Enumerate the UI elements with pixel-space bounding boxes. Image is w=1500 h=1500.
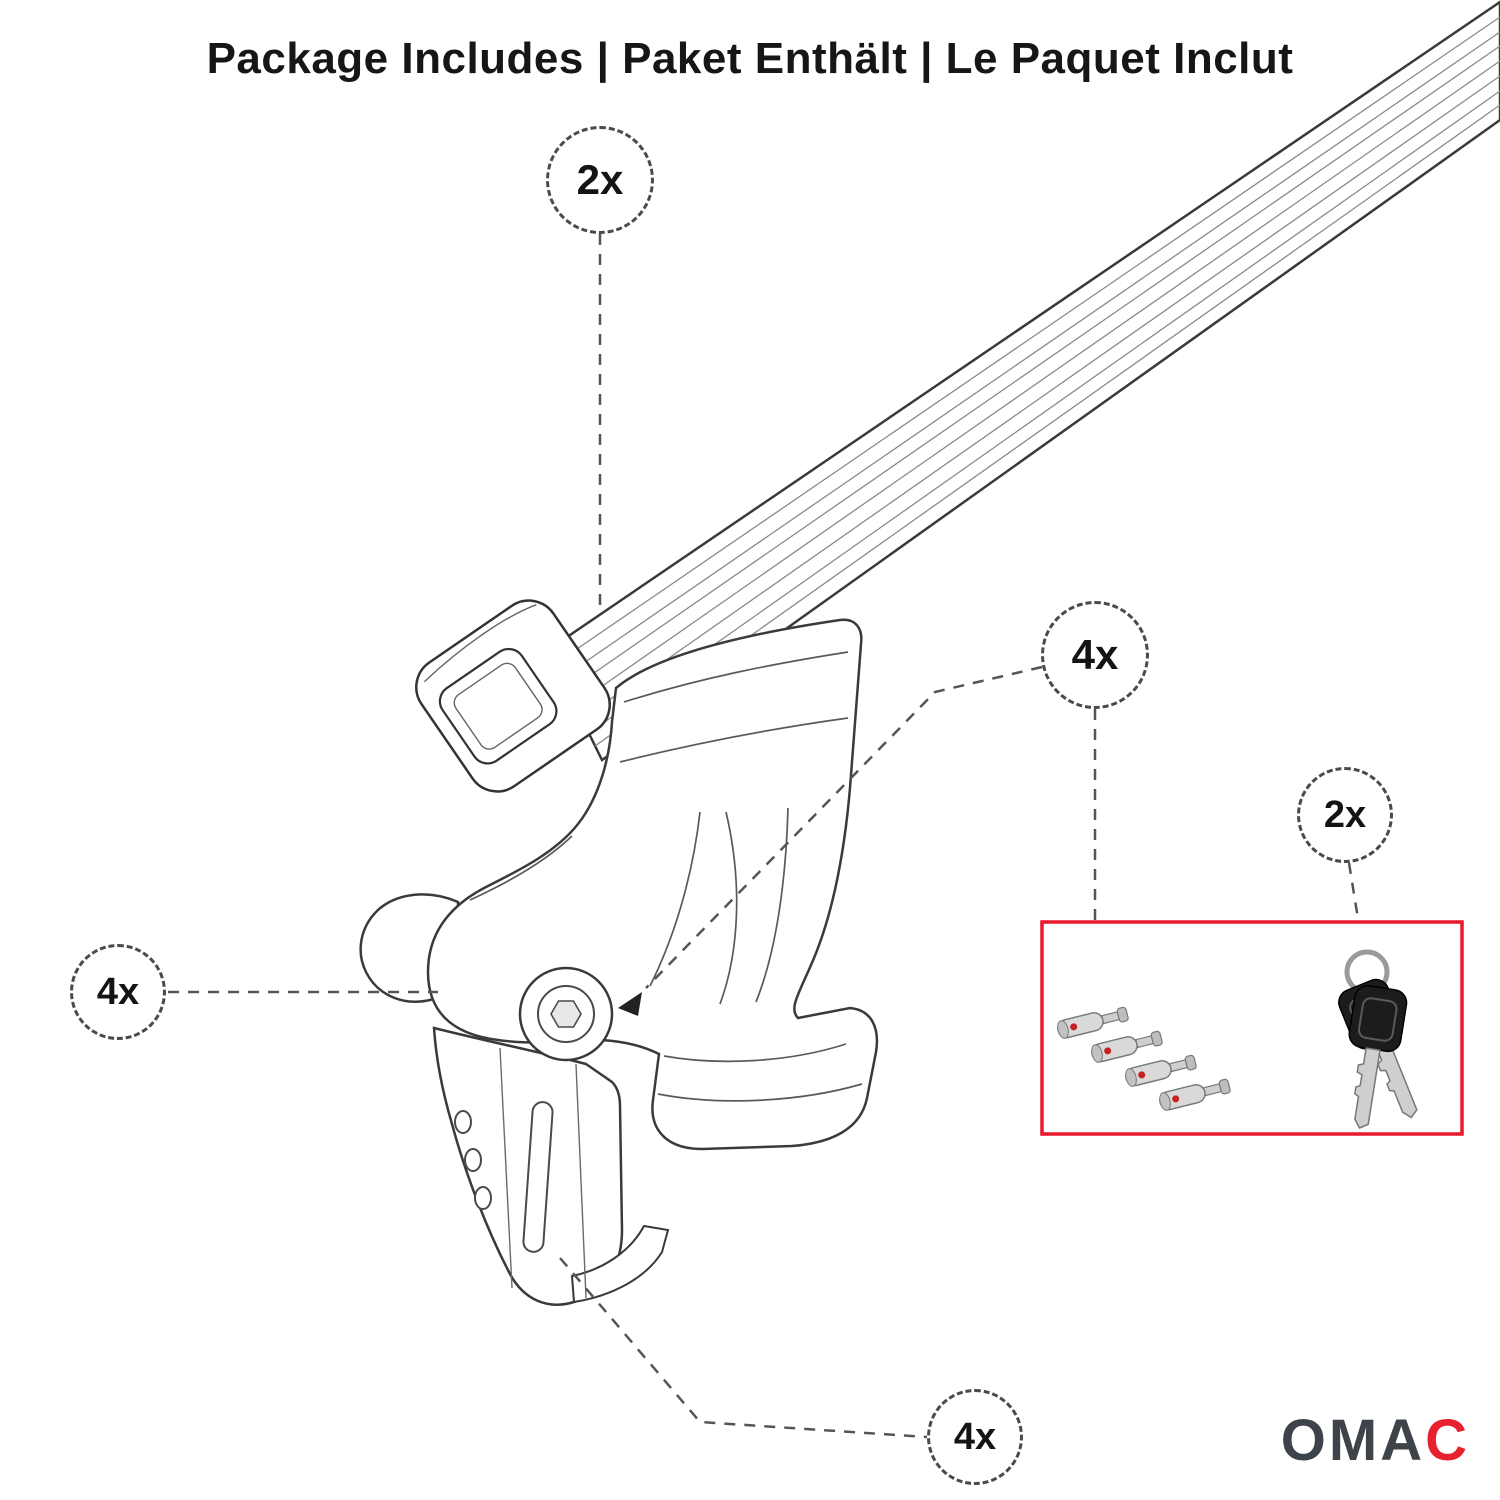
leader-arrowhead [618,992,642,1016]
callout-lock-cylinder-quantity: 4x [1041,601,1149,709]
crossbar-end-cap [415,599,611,793]
callout-clamp-quantity: 4x [927,1389,1023,1485]
torque-bolt [518,966,614,1062]
callout-crossbar-quantity: 2x [546,126,654,234]
leader-clamp [559,1257,928,1439]
foot-detail-lines [469,651,863,1102]
brand-logo: OMAC [1281,1412,1470,1470]
brand-logo-accent: C [1425,1408,1470,1473]
crossbar-drawing [546,0,1500,762]
page-title: Package Includes | Paket Enthält | Le Pa… [206,34,1294,83]
leader-keys [1347,862,1365,951]
leader-lines [168,234,1365,1439]
callout-foot-quantity: 4x [70,944,166,1040]
mounting-foot-drawing [359,618,879,1306]
leader-bolts-to-foot [645,665,1043,989]
keys-image [1333,949,1438,1134]
brand-logo-prefix: OMA [1280,1408,1426,1473]
callout-key-quantity: 2x [1297,767,1393,863]
clamp-bracket-drawing [432,1026,670,1306]
